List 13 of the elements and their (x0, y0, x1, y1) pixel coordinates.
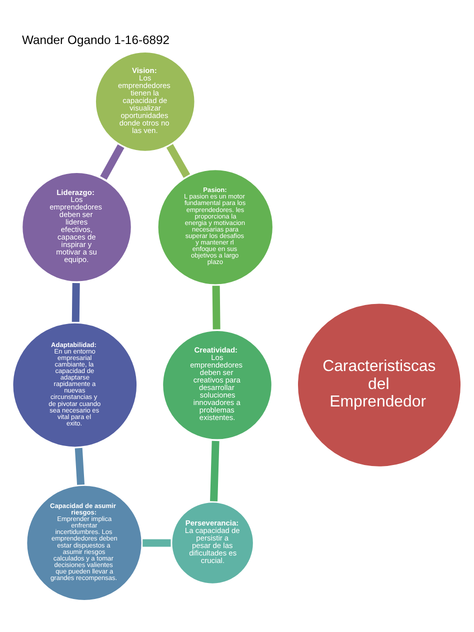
node-circle: Perseverancia: La capacidad de persistir a pesar de las dificultades es crucial. (169, 500, 256, 586)
diagram-title: Wander Ogando 1-16-6892 (22, 33, 170, 48)
connector (74, 448, 85, 485)
node-circle: Vision: Los emprendedores tienen la capacidad de visualizar oportunidades donde otros no las ven. (93, 50, 198, 154)
node-circle: Caracteristiscas del Emprendedor (295, 300, 464, 470)
connector (210, 440, 220, 502)
connector (166, 144, 190, 178)
connector (100, 144, 124, 180)
node-circle: Liderazgo: Los emprendedores deben ser lideres efectivos, capaces de inspirar y motivar a su equipo. (20, 170, 134, 284)
connector (142, 539, 171, 547)
connector (212, 286, 220, 330)
connector (72, 283, 80, 322)
node-circle: Creatividad: Los emprendedores deben ser creativos para desarrollar soluciones innovadores a problemas existentes. (160, 328, 274, 442)
